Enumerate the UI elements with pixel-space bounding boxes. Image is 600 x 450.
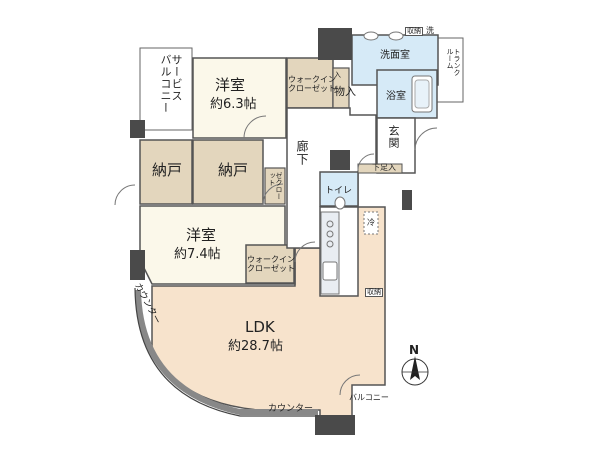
- north-label: N: [409, 343, 420, 357]
- laundry-label: 洗: [426, 26, 434, 35]
- washroom-label: 洗面室: [380, 50, 410, 61]
- entrance-label: 玄関: [387, 125, 400, 149]
- western-room-1-area: 約6.3帖: [210, 97, 257, 112]
- door-swing-4: [294, 241, 316, 263]
- toilet-fixture: [334, 196, 346, 210]
- door-swing-6: [414, 127, 438, 151]
- western-room-1-name: 洋室: [215, 76, 246, 94]
- door-swing-5: [357, 153, 375, 171]
- column-6: [402, 190, 412, 210]
- column-5: [315, 415, 355, 435]
- corridor-label: 廊下: [295, 140, 309, 166]
- western-room-2-area: 約7.4帖: [174, 247, 221, 262]
- storage-small-2-label: 収納: [365, 288, 383, 297]
- sink-2: [388, 31, 404, 41]
- column-2: [130, 250, 145, 280]
- storage-left-floor: [139, 139, 193, 205]
- counter-curve: [135, 289, 318, 415]
- door-swing-7: [339, 374, 361, 396]
- service-balcony-outline: [139, 47, 193, 131]
- column-3: [318, 28, 352, 60]
- bath-label: 浴室: [386, 91, 406, 102]
- storage-center-floor: [192, 139, 264, 205]
- kitchen-counter: [320, 211, 340, 295]
- wic-1-label: ウォークイン クローゼット: [288, 75, 336, 93]
- door-swing-2: [114, 184, 136, 206]
- counter-bottom-label: カウンター: [268, 404, 314, 414]
- door-swing-3: [262, 183, 284, 205]
- storage-center-label: 納戸: [218, 161, 249, 179]
- ldk-name: LDK: [245, 318, 275, 336]
- fridge-label: 冷: [367, 218, 375, 227]
- wic-2-floor: [245, 244, 295, 284]
- storage-left-label: 納戸: [152, 161, 183, 179]
- ldk-area: 約28.7帖: [228, 339, 283, 354]
- door-swing-1: [243, 115, 267, 139]
- column-1: [130, 120, 145, 138]
- storage-small-1-label: 収納: [405, 27, 423, 36]
- trunk-room-label: トランク ルーム: [446, 48, 461, 76]
- western-room-2-name: 洋室: [186, 226, 217, 244]
- service-balcony-label: サービス バルコニー: [159, 54, 183, 114]
- toilet-label: トイレ: [325, 186, 353, 196]
- north-arrow: [401, 356, 429, 386]
- close-closet-label: ゼクロー ット: [268, 172, 283, 200]
- sink-1: [363, 31, 379, 41]
- western-room-1-floor: [192, 57, 287, 139]
- shoe-cabinet-label: 下足入: [372, 163, 396, 172]
- column-4: [330, 150, 350, 170]
- fridge-box: [363, 211, 379, 235]
- closet-label: 入: [334, 71, 341, 79]
- wic-2-label: ウォークイン クローゼット: [247, 255, 295, 273]
- balcony-label: バルコニー: [349, 393, 389, 402]
- closet-label-main: 物入: [334, 85, 356, 98]
